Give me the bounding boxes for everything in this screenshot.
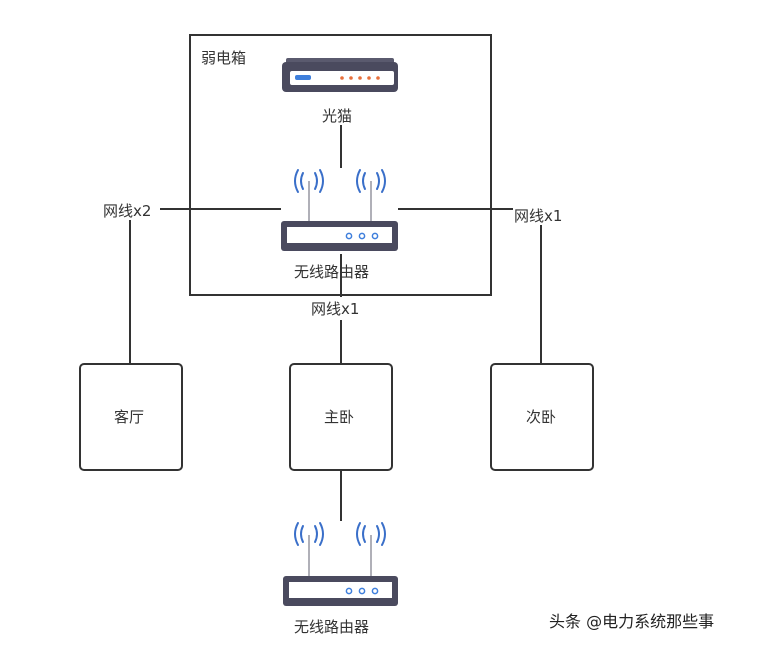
main-router-icon bbox=[281, 169, 398, 251]
connector-lines bbox=[129, 125, 542, 521]
wifi-signal-icon bbox=[294, 522, 386, 546]
wifi-signal-icon bbox=[294, 169, 386, 193]
room-master-label: 主卧 bbox=[324, 408, 355, 426]
room-second-box bbox=[490, 363, 594, 471]
link-master-label: 网线x1 bbox=[311, 300, 360, 318]
sub-router-label: 无线路由器 bbox=[294, 618, 370, 636]
sub-router-icon bbox=[283, 522, 398, 606]
modem-label: 光猫 bbox=[322, 107, 353, 125]
watermark: 头条 @电力系统那些事 bbox=[549, 612, 715, 631]
room-second-label: 次卧 bbox=[526, 408, 557, 426]
link-living-label: 网线x2 bbox=[103, 202, 152, 220]
modem-icon bbox=[282, 58, 398, 92]
link-second-label: 网线x1 bbox=[514, 207, 563, 225]
main-router-label: 无线路由器 bbox=[294, 263, 370, 281]
cabinet-label: 弱电箱 bbox=[201, 49, 247, 67]
room-living-box bbox=[79, 363, 183, 471]
room-master-box bbox=[289, 363, 393, 471]
room-living-label: 客厅 bbox=[114, 408, 145, 426]
